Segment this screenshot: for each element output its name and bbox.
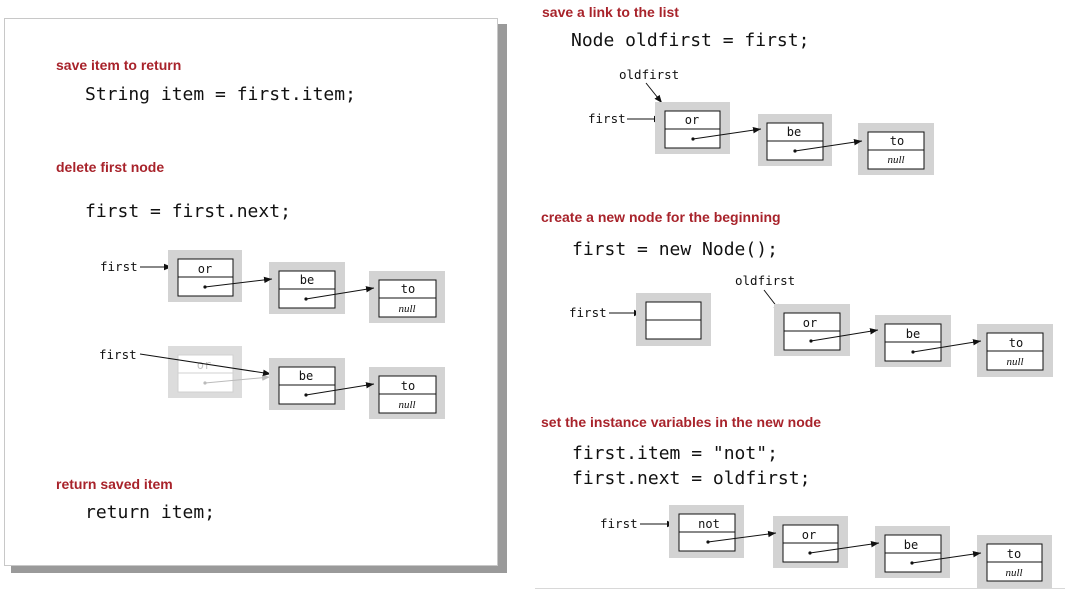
save-item-code: String item = first.item; [85,84,356,105]
right-list-new-node: oldfirst first or be to null [569,273,1053,377]
first-arrow [139,353,272,376]
oldfirst-arrow [645,82,663,104]
create-node-header: create a new node for the beginning [541,209,781,225]
link-arrow [305,382,375,396]
return-item-code: return item; [85,502,215,523]
first-label: first [600,516,638,531]
null-label: null [1005,567,1022,579]
link-arrow [707,530,777,543]
link-arrow [810,328,879,342]
null-label: null [887,154,904,166]
node-to: to null [977,324,1053,377]
node-item-or: or [803,316,817,330]
link-arrow [912,339,982,353]
node-or: or [655,102,730,154]
node-item-or-faded: or [197,358,211,372]
node-not: not [669,505,744,558]
node-to: to null [977,535,1052,588]
right-list-oldfirst: oldfirst first or be to null [588,67,934,175]
link-arrow [911,550,982,564]
set-vars-code-1: first.item = "not"; [572,443,778,464]
left-list-after: first or be to null [99,346,445,419]
node-or-faded: or [168,346,271,398]
node-item-be: be [904,538,918,552]
oldfirst-label: oldfirst [735,273,795,288]
node-be: be [269,262,345,314]
delete-first-code: first = first.next; [85,201,291,222]
node-be: be [758,114,832,166]
oldfirst-label: oldfirst [619,67,679,82]
link-arrow [794,139,863,152]
node-item-be: be [906,327,920,341]
set-vars-header: set the instance variables in the new no… [541,414,821,430]
save-link-code: Node oldfirst = first; [571,30,809,51]
node-to: to null [858,123,934,175]
delete-first-header: delete first node [56,159,164,175]
null-label: null [398,399,415,411]
node-item-to: to [1007,547,1021,561]
save-item-header: save item to return [56,57,181,73]
first-label: first [100,259,138,274]
set-vars-code-2: first.next = oldfirst; [572,468,810,489]
faded-link-arrow [204,374,271,384]
link-arrow [692,126,762,140]
node-be: be [269,358,345,410]
first-label: first [569,305,607,320]
node-be: be [875,526,950,578]
node-item-to: to [1009,336,1023,350]
node-item-be: be [300,273,314,287]
null-label: null [398,303,415,315]
first-label: first [588,111,626,126]
node-item-be: be [787,125,801,139]
node-or: or [773,516,848,568]
null-label: null [1006,356,1023,368]
node-item-or: or [685,113,699,127]
node-new-empty [636,293,711,346]
link-arrow [305,286,375,300]
create-node-code: first = new Node(); [572,239,778,260]
node-item-to: to [401,282,415,296]
node-or: or [168,250,242,302]
right-list-final: first not or be to null [600,505,1052,588]
node-be: be [875,315,951,367]
node-item-be: be [299,369,313,383]
link-arrow [204,276,273,288]
return-item-header: return saved item [56,476,173,492]
link-arrow [809,540,880,554]
node-item-or: or [802,528,816,542]
first-label: first [99,347,137,362]
save-link-header: save a link to the list [542,4,679,20]
node-item-not: not [698,517,720,531]
node-item-to: to [890,134,904,148]
node-or: or [774,304,850,356]
node-item-or: or [198,262,212,276]
node-item-to: to [401,379,415,393]
bottom-rule [535,588,1065,589]
node-to: to null [369,271,445,323]
node-to: to null [369,367,445,419]
left-list-before: first or be to null [100,250,445,323]
